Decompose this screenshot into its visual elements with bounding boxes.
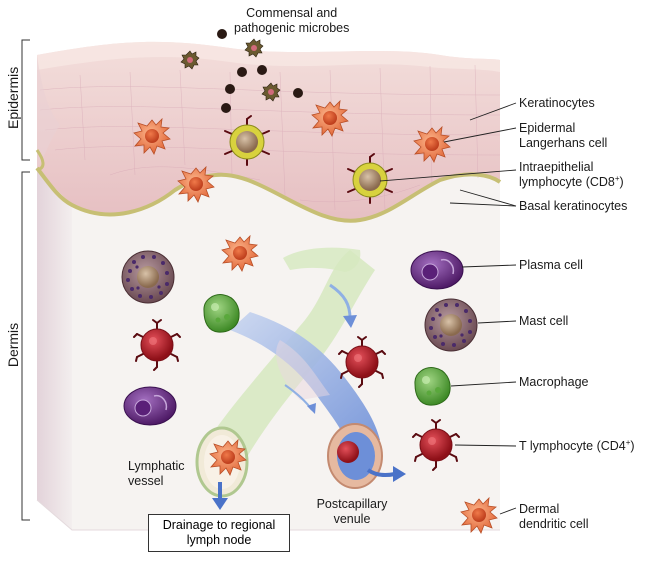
dermis-label: Dermis (5, 322, 21, 368)
basal-keratinocytes-label: Basal keratinocytes (519, 199, 628, 213)
layer-brackets (21, 39, 30, 521)
lymphatic-label-line1: Lymphatic (128, 459, 185, 473)
langerhans-label-line2: Langerhans cell (519, 136, 608, 150)
t-lymphocyte-label: T lymphocyte (CD4+) (519, 437, 635, 454)
plasma-cell-label: Plasma cell (519, 258, 583, 272)
drainage-label-line2: lymph node (186, 533, 252, 547)
venule-label-line2: venule (333, 512, 371, 526)
iel-label-text: lymphocyte (CD8 (519, 175, 615, 189)
drainage-label-box: Drainage to regional lymph node (148, 514, 290, 552)
t-lymphocyte-label-text: T lymphocyte (CD4 (519, 439, 626, 453)
microbes-label: Commensal and pathogenic microbes (234, 6, 349, 36)
iel-label-sup: + (614, 173, 620, 183)
dermis-side-face (37, 170, 72, 530)
mast-cell-label: Mast cell (519, 314, 569, 328)
iel-label-close: ) (619, 175, 624, 189)
microbes-label-line1: Commensal and (246, 6, 338, 20)
venule-label-line1: Postcapillary (316, 497, 388, 511)
macrophage-label: Macrophage (519, 375, 589, 389)
dermal-dc-label-line1: Dermal (519, 502, 560, 516)
drainage-label-line1: Drainage to regional (162, 518, 276, 532)
dermal-dendritic-cell-label: Dermal dendritic cell (519, 502, 588, 532)
postcapillary-venule-label: Postcapillary venule (307, 497, 397, 527)
lymphatic-vessel-label: Lymphatic vessel (128, 459, 185, 489)
basal-keratinocyte-band (35, 166, 502, 223)
lymphatic-label-line2: vessel (128, 474, 164, 488)
dermal-dc-label-line2: dendritic cell (519, 517, 589, 531)
langerhans-label-line1: Epidermal (519, 121, 576, 135)
t-lymphocyte-label-close: ) (630, 439, 635, 453)
langerhans-label: Epidermal Langerhans cell (519, 121, 607, 151)
flow-arrows (212, 283, 406, 510)
microbes-label-line2: pathogenic microbes (234, 21, 350, 35)
iel-label-line1: Intraepithelial (519, 160, 594, 174)
epidermis-label: Epidermis (5, 66, 21, 129)
t-lymphocyte-label-sup: + (625, 437, 631, 447)
leader-lines (379, 102, 517, 515)
intraepithelial-lymphocyte-label: Intraepithelial lymphocyte (CD8+) (519, 160, 624, 190)
keratinocytes-label: Keratinocytes (519, 96, 595, 110)
iel-label-line2: lymphocyte (CD8+) (519, 173, 624, 190)
